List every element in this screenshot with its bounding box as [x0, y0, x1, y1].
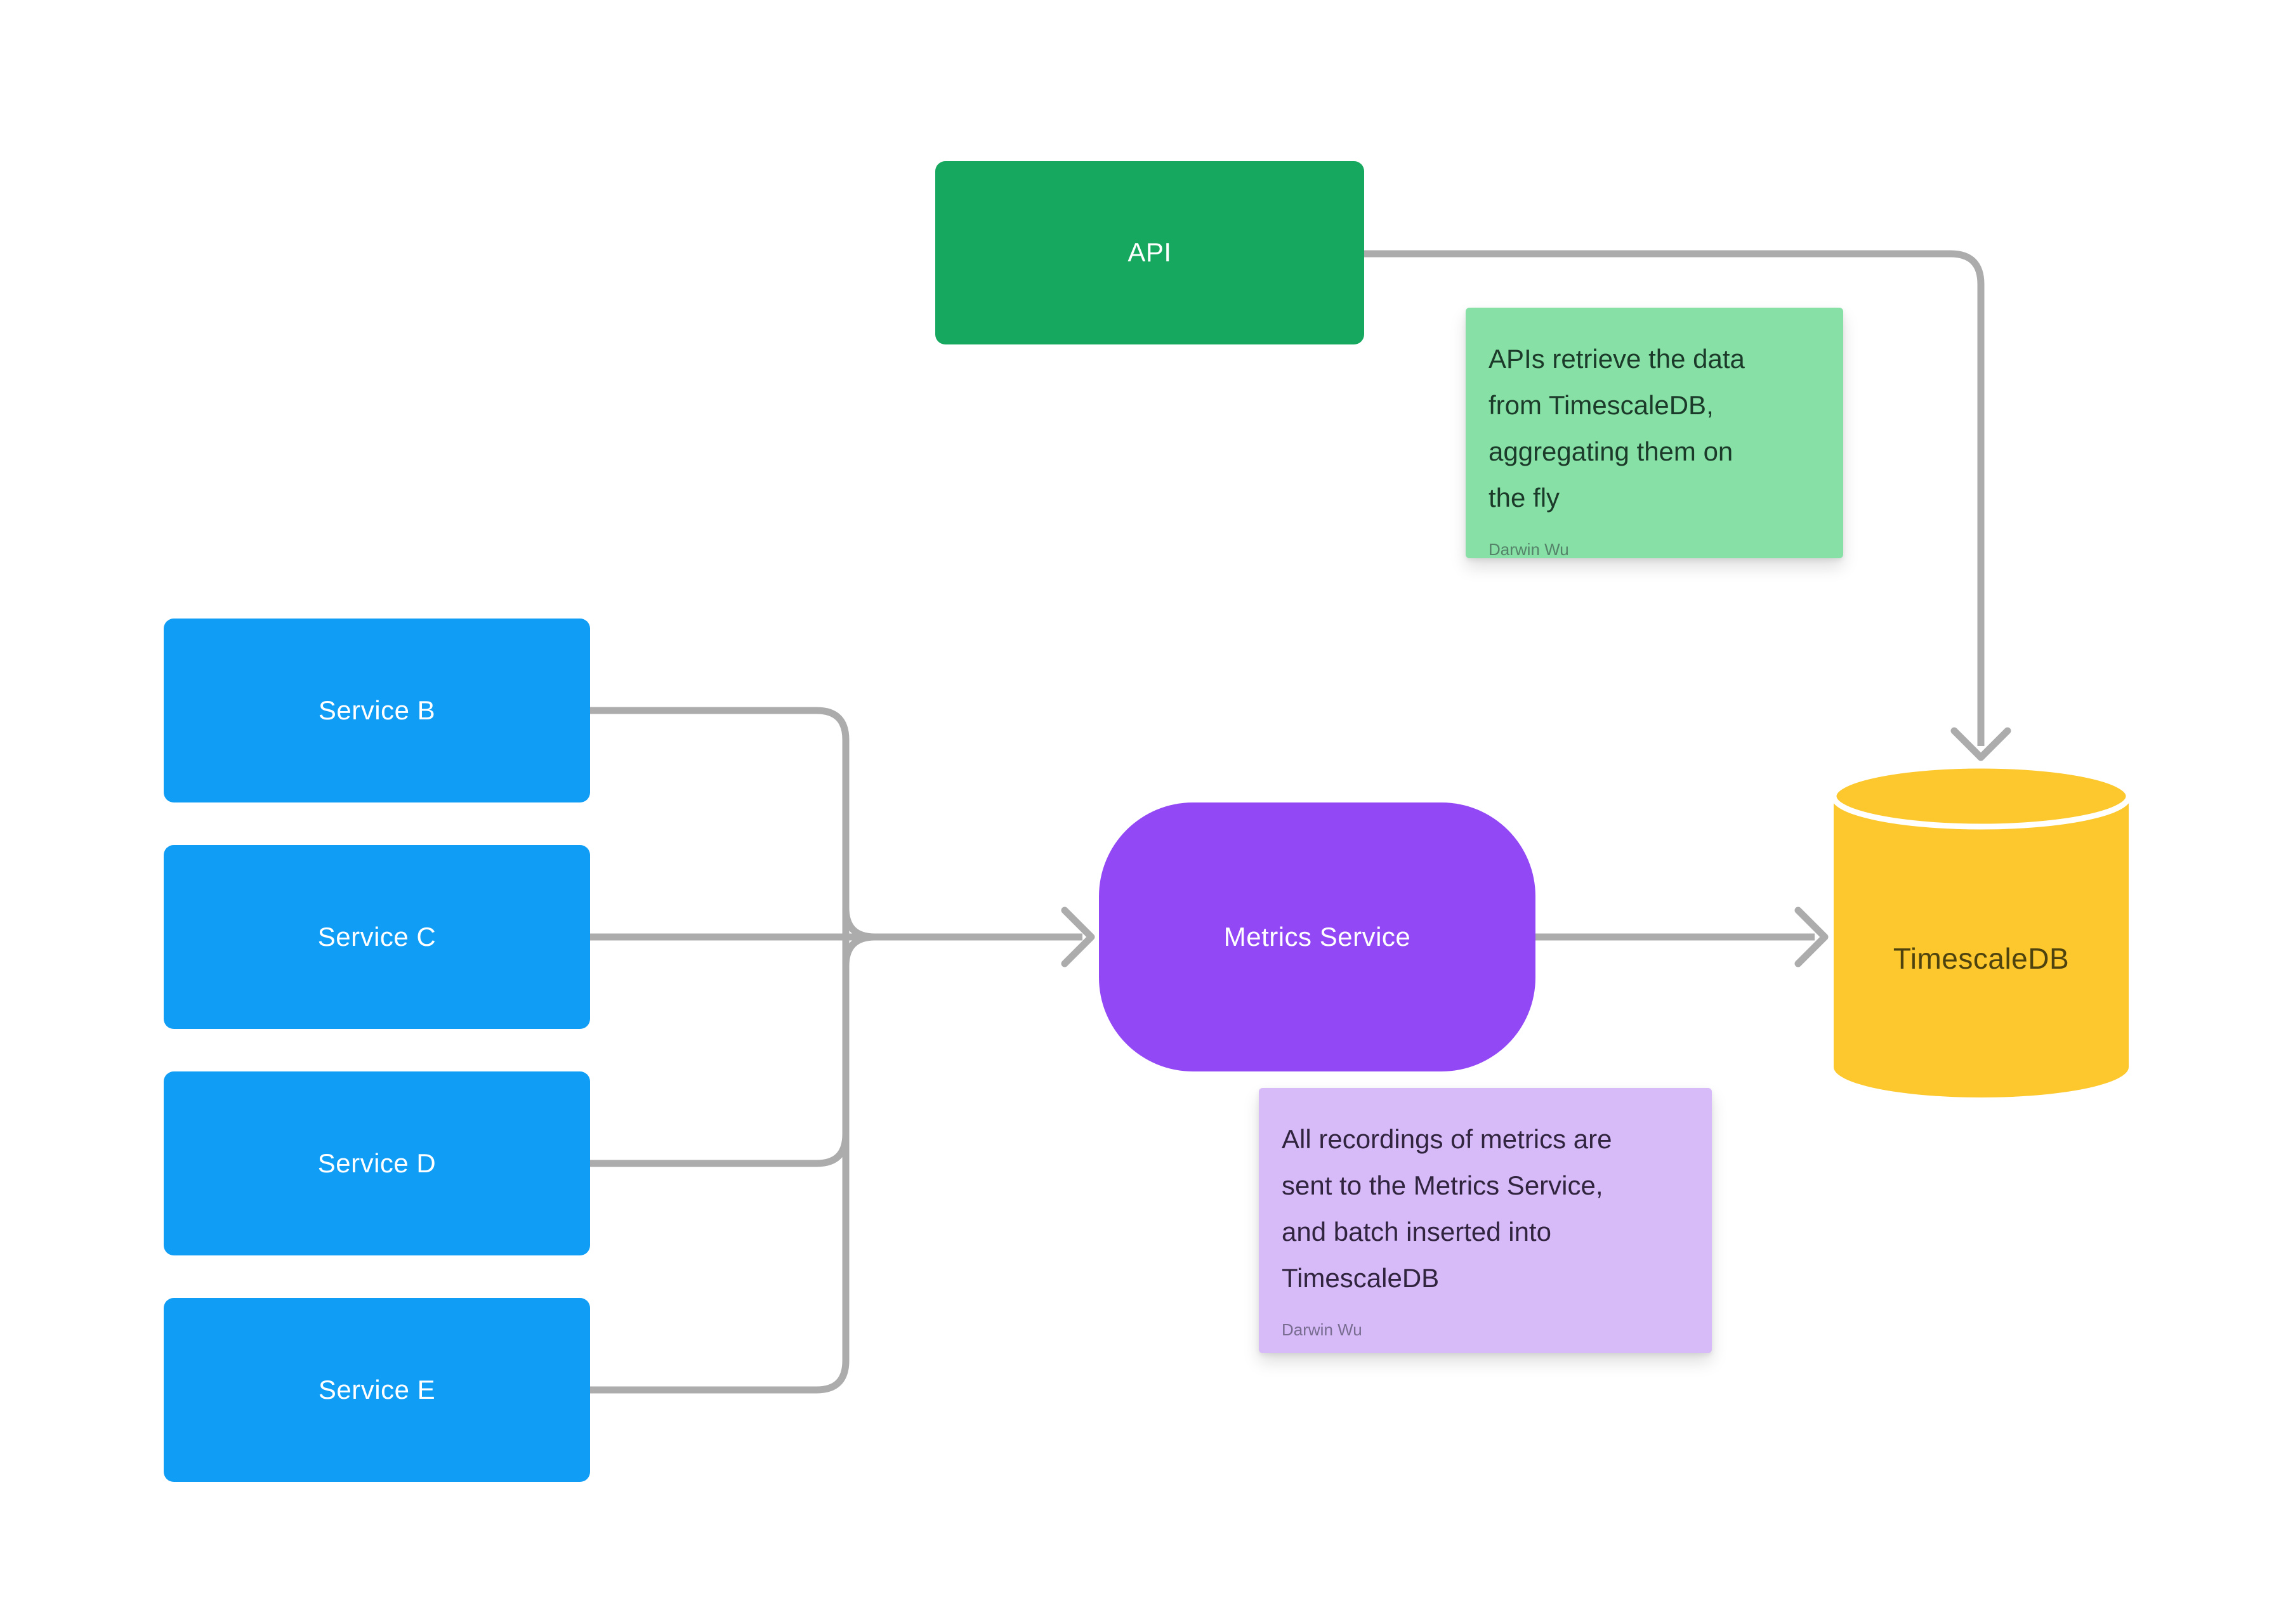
- node-api-label: API: [1127, 237, 1172, 268]
- node-service-b[interactable]: Service B: [164, 619, 590, 802]
- note-api[interactable]: APIs retrieve the data from TimescaleDB,…: [1466, 308, 1843, 559]
- node-service-b-label: Service B: [318, 695, 436, 725]
- note-api-line: the fly: [1489, 483, 1560, 513]
- arrowhead-into-metrics: [1061, 907, 1095, 967]
- connector-service-e[interactable]: [590, 1360, 850, 1394]
- note-api-line: aggregating them on: [1489, 436, 1733, 466]
- note-metrics[interactable]: All recordings of metrics are sent to th…: [1259, 1088, 1712, 1353]
- node-service-c[interactable]: Service C: [164, 845, 590, 1029]
- connector-rail-merge-top[interactable]: [842, 907, 876, 941]
- node-service-e-label: Service E: [318, 1374, 436, 1405]
- note-api-author: Darwin Wu: [1489, 540, 1569, 559]
- connector-rail-merge-bottom[interactable]: [842, 933, 876, 967]
- node-service-c-label: Service C: [317, 921, 437, 952]
- connector-service-b[interactable]: [590, 707, 850, 740]
- note-metrics-author: Darwin Wu: [1282, 1320, 1362, 1339]
- node-metrics-service[interactable]: Metrics Service: [1099, 802, 1535, 1071]
- arrowhead-into-db: [1794, 907, 1829, 967]
- node-service-d[interactable]: Service D: [164, 1071, 590, 1255]
- cylinder-cap: [1830, 763, 2132, 830]
- node-timescaledb-label: TimescaleDB: [1893, 942, 2070, 975]
- arrowhead-into-db-top: [1950, 727, 2011, 761]
- timescaledb-cylinder[interactable]: [1830, 763, 2132, 1097]
- node-service-e[interactable]: Service E: [164, 1298, 590, 1482]
- note-api-line: APIs retrieve the data: [1489, 344, 1745, 374]
- cylinder-bottom: [1834, 1037, 2129, 1097]
- note-metrics-line: All recordings of metrics are: [1282, 1124, 1612, 1154]
- node-api[interactable]: API: [935, 161, 1364, 344]
- cylinder-body: [1834, 796, 2129, 1067]
- note-metrics-line: and batch inserted into: [1282, 1217, 1551, 1247]
- node-metrics-service-label: Metrics Service: [1223, 921, 1411, 952]
- connector-api-to-db[interactable]: [1364, 250, 1985, 746]
- note-metrics-line: sent to the Metrics Service,: [1282, 1170, 1603, 1200]
- note-metrics-line: TimescaleDB: [1282, 1263, 1440, 1293]
- connector-service-d[interactable]: [590, 1134, 850, 1167]
- node-service-d-label: Service D: [317, 1148, 437, 1178]
- note-api-line: from TimescaleDB,: [1489, 390, 1714, 420]
